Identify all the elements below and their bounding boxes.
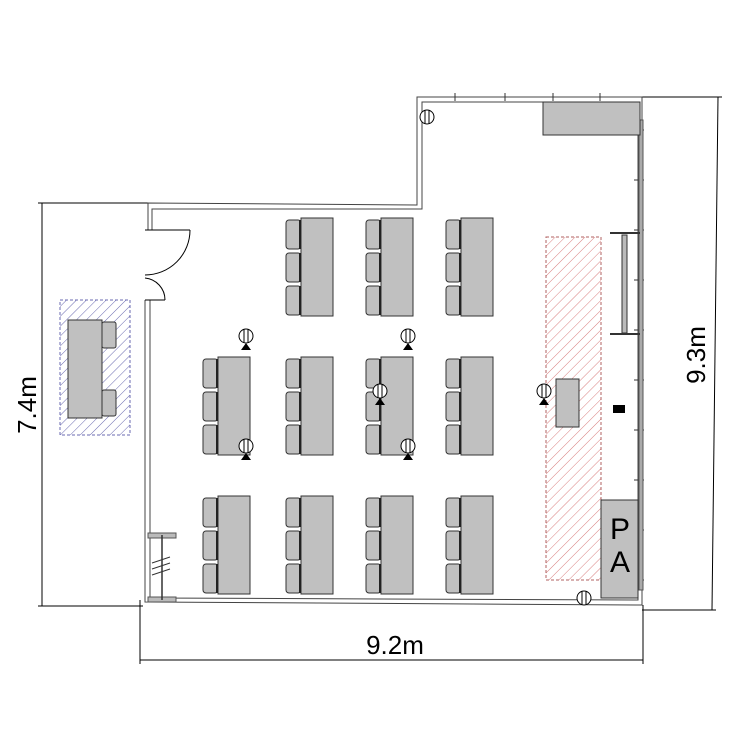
pa-box: P A xyxy=(600,499,639,599)
chair xyxy=(445,391,462,422)
outlet-icon xyxy=(536,383,552,405)
chair xyxy=(445,252,462,283)
counter xyxy=(542,101,641,136)
dimension-left: 7.4m xyxy=(12,202,148,607)
chair xyxy=(285,424,302,455)
outside-table xyxy=(67,319,103,419)
dimension-bottom: 9.2m xyxy=(139,600,644,664)
outlet-icon xyxy=(238,438,254,460)
outlet-icon xyxy=(238,328,254,350)
table-group xyxy=(285,217,334,317)
chair xyxy=(365,285,382,316)
chair xyxy=(202,358,219,389)
chair xyxy=(365,530,382,561)
table xyxy=(380,495,414,595)
table-group xyxy=(445,217,494,317)
chair xyxy=(285,391,302,422)
table xyxy=(460,217,494,317)
chair xyxy=(285,219,302,250)
outside-area xyxy=(59,299,131,436)
table xyxy=(300,356,334,456)
table xyxy=(380,217,414,317)
table xyxy=(300,495,334,595)
pa-label-a: A xyxy=(610,546,630,579)
outlet-icon xyxy=(419,109,435,125)
dimension-left-label: 7.4m xyxy=(12,376,42,434)
outlet-icon xyxy=(400,438,416,460)
chair xyxy=(445,219,462,250)
window xyxy=(638,119,644,591)
chair xyxy=(445,530,462,561)
table-group xyxy=(445,495,494,595)
table-group xyxy=(365,217,414,317)
chair xyxy=(202,563,219,594)
outlet-icon xyxy=(400,328,416,350)
table-group xyxy=(285,495,334,595)
dimension-bottom-label: 9.2m xyxy=(366,630,424,660)
dimension-right: 9.3m xyxy=(642,96,722,611)
outside-chair xyxy=(101,389,117,417)
outlet-icon xyxy=(372,383,388,405)
table-group xyxy=(202,495,251,595)
pa-label-p: P xyxy=(610,513,630,546)
chair xyxy=(445,497,462,528)
dimension-right-label: 9.3m xyxy=(681,326,711,384)
table xyxy=(300,217,334,317)
table-group xyxy=(445,356,494,456)
projector-screen-mount xyxy=(613,405,625,413)
outside-chair xyxy=(101,321,117,349)
chair xyxy=(285,285,302,316)
chair xyxy=(285,497,302,528)
table xyxy=(217,495,251,595)
table xyxy=(460,495,494,595)
chair xyxy=(445,424,462,455)
outlet-icon xyxy=(576,590,592,606)
chair xyxy=(445,358,462,389)
outlets xyxy=(238,109,592,606)
room-walls xyxy=(144,96,643,606)
chair xyxy=(365,563,382,594)
chair xyxy=(365,219,382,250)
stage-area xyxy=(545,236,602,581)
table-group xyxy=(365,495,414,595)
coat-rack xyxy=(147,532,177,603)
lectern xyxy=(555,378,580,428)
seating-area xyxy=(202,217,494,595)
chair xyxy=(285,563,302,594)
chair xyxy=(365,497,382,528)
table-group xyxy=(285,356,334,456)
chair xyxy=(285,252,302,283)
chair xyxy=(202,424,219,455)
chair xyxy=(285,358,302,389)
chair xyxy=(202,530,219,561)
whiteboard xyxy=(610,232,640,335)
table xyxy=(460,356,494,456)
chair xyxy=(365,424,382,455)
chair xyxy=(365,252,382,283)
chair xyxy=(445,285,462,316)
chair xyxy=(202,391,219,422)
windows xyxy=(454,93,644,591)
chair xyxy=(445,563,462,594)
chair xyxy=(202,497,219,528)
chair xyxy=(285,530,302,561)
door[interactable] xyxy=(144,229,191,301)
